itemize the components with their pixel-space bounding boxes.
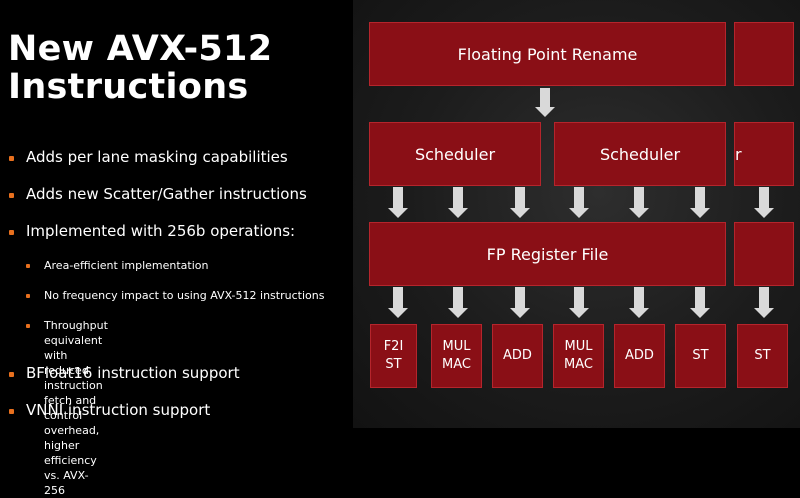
- arrow-down: [690, 287, 710, 318]
- arrow-down: [754, 287, 774, 318]
- sub-bullet-marker: [26, 294, 30, 298]
- scheduler-box-partial: r: [734, 122, 794, 186]
- exec-unit-mul-mac: MUL MAC: [553, 324, 604, 388]
- bullet-marker: [9, 193, 14, 198]
- fp-rename-box-partial: [734, 22, 794, 86]
- sub-bullet-item: No frequency impact to using AVX-512 ins…: [44, 289, 325, 302]
- arrow-down: [388, 287, 408, 318]
- bullet-item: Implemented with 256b operations:: [26, 222, 296, 240]
- arrow-down: [629, 187, 649, 218]
- exec-unit-add: ADD: [614, 324, 665, 388]
- scheduler-box: Scheduler: [369, 122, 541, 186]
- bullet-item: Adds per lane masking capabilities: [26, 148, 288, 166]
- arrow-down: [448, 287, 468, 318]
- bullet-marker: [9, 156, 14, 161]
- sub-bullet-item: Area-efficient implementation: [44, 259, 209, 272]
- sub-bullet-marker: [26, 264, 30, 268]
- bullet-marker: [9, 372, 14, 377]
- exec-unit-f2i-st: F2I ST: [370, 324, 417, 388]
- bullet-item: BFloat16 instruction support: [26, 364, 240, 382]
- exec-unit-add: ADD: [492, 324, 543, 388]
- bullet-item: Adds new Scatter/Gather instructions: [26, 185, 307, 203]
- arrow-down: [690, 187, 710, 218]
- arrow-down: [535, 88, 555, 117]
- fp-register-file-box: FP Register File: [369, 222, 726, 286]
- arrow-down: [754, 187, 774, 218]
- scheduler-box: Scheduler: [554, 122, 726, 186]
- sub-bullet-marker: [26, 324, 30, 328]
- text-panel: New AVX-512 Instructions Adds per lane m…: [0, 0, 353, 497]
- arrow-down: [388, 187, 408, 218]
- arrow-down: [448, 187, 468, 218]
- exec-unit-st: ST: [675, 324, 726, 388]
- bullet-marker: [9, 230, 14, 235]
- arrow-down: [510, 287, 530, 318]
- fp-register-file-box-partial: [734, 222, 794, 286]
- fp-pipeline-diagram: Floating Point Rename Scheduler Schedule…: [353, 0, 800, 428]
- arrow-down: [629, 287, 649, 318]
- bullet-marker: [9, 409, 14, 414]
- arrow-down: [510, 187, 530, 218]
- arrow-down: [569, 287, 589, 318]
- arrow-down: [569, 187, 589, 218]
- slide-title: New AVX-512 Instructions: [8, 29, 273, 107]
- fp-rename-box: Floating Point Rename: [369, 22, 726, 86]
- exec-unit-mul-mac: MUL MAC: [431, 324, 482, 388]
- bullet-item: VNNI instruction support: [26, 401, 211, 419]
- exec-unit-st: ST: [737, 324, 788, 388]
